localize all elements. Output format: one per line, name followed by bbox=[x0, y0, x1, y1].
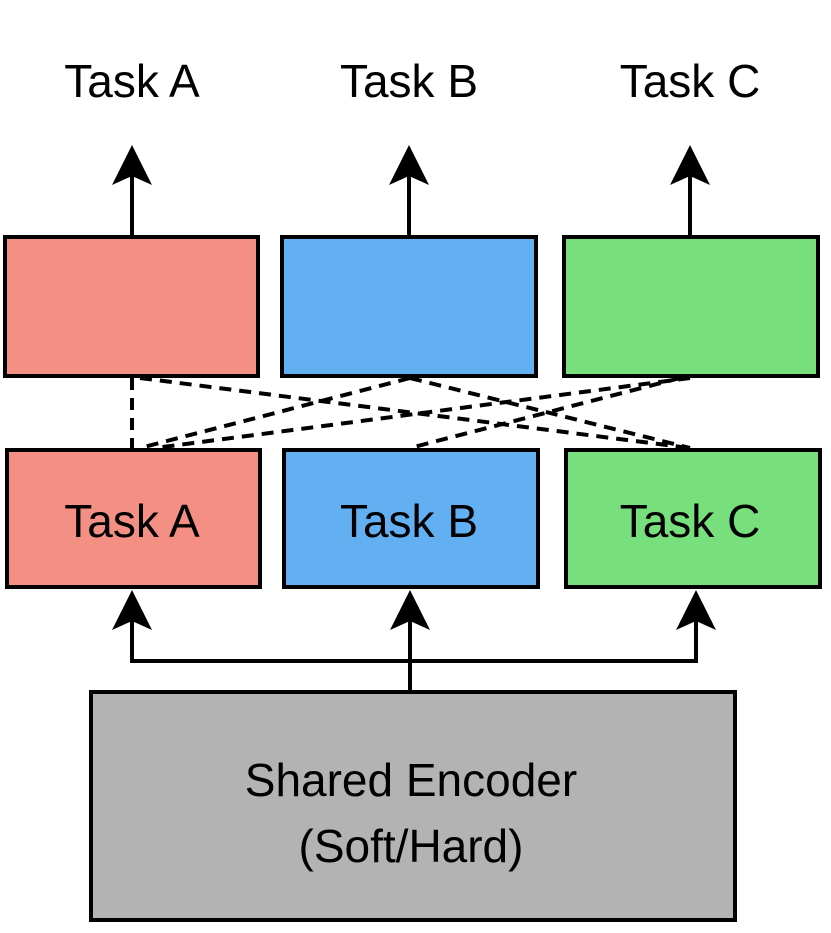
output-label-c: Task C bbox=[620, 55, 761, 107]
encoder-label: Shared Encoder bbox=[245, 754, 577, 806]
output-arrows bbox=[112, 145, 710, 237]
task-layer-b bbox=[282, 448, 540, 589]
task-layer-c-label: Task C bbox=[620, 495, 761, 547]
shared-encoder bbox=[89, 690, 737, 922]
task-layer-a bbox=[5, 448, 262, 589]
cross-connections bbox=[130, 376, 691, 450]
encoder-sublabel: (Soft/Hard) bbox=[299, 820, 524, 872]
task-head-c bbox=[562, 235, 820, 378]
encoder-arrows bbox=[112, 590, 716, 692]
task-layer-c bbox=[564, 448, 822, 589]
task-head-b bbox=[280, 235, 538, 378]
task-head-a bbox=[3, 235, 260, 378]
output-label-a: Task A bbox=[64, 55, 200, 107]
task-layer-b-label: Task B bbox=[340, 495, 478, 547]
task-layer-a-label: Task A bbox=[64, 495, 200, 547]
output-label-b: Task B bbox=[340, 55, 478, 107]
